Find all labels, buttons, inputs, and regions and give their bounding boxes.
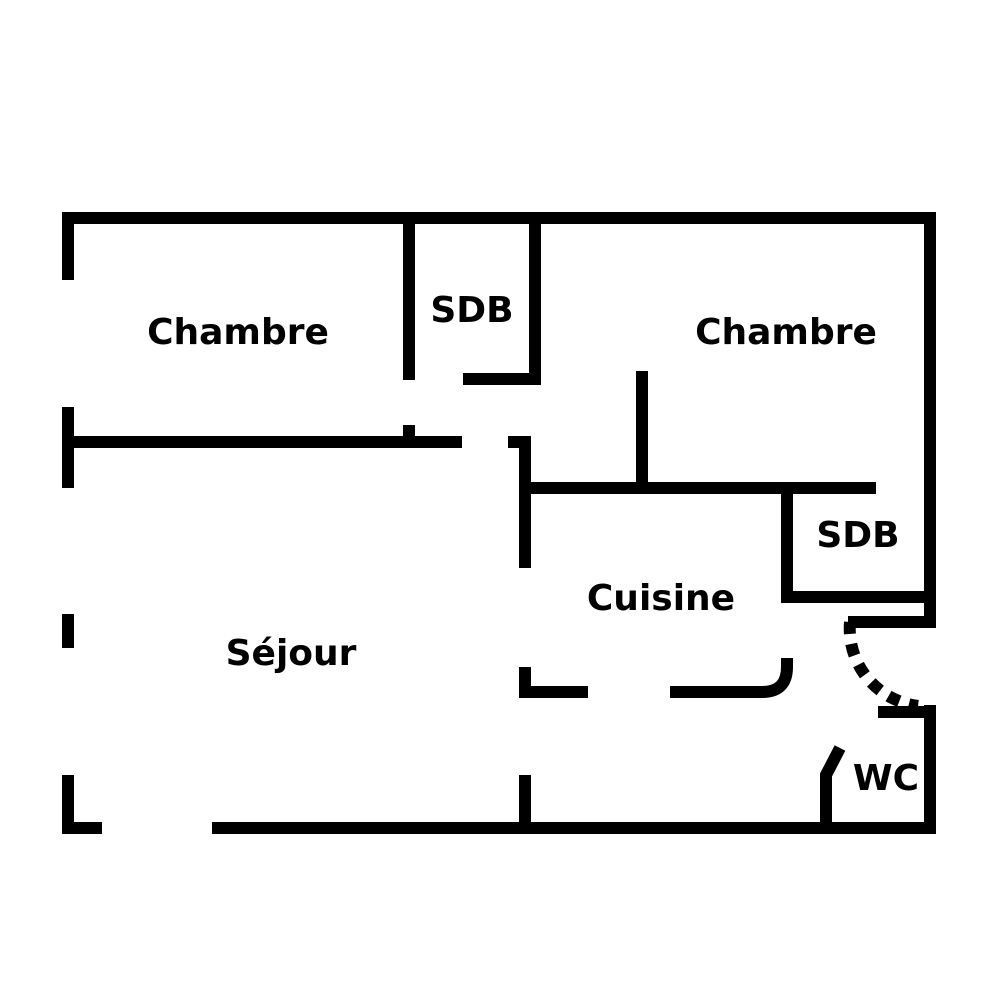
wc-door [820, 745, 846, 828]
wall-cuisine-counter [670, 658, 793, 698]
wall-cuisine-left-bottom [519, 667, 588, 698]
room-label-sejour: Séjour [226, 633, 357, 674]
door-swing-arc [843, 621, 919, 712]
room-label-sdb-2: SDB [816, 515, 899, 556]
room-label-chambre-2: Chambre [695, 312, 877, 353]
walls [62, 212, 936, 834]
wall-cuisine-left-top [508, 436, 531, 568]
room-label-wc: WC [853, 758, 919, 799]
room-label-chambre-1: Chambre [147, 312, 329, 353]
room-label-sdb-1: SDB [430, 290, 513, 331]
room-label-cuisine: Cuisine [587, 578, 735, 619]
